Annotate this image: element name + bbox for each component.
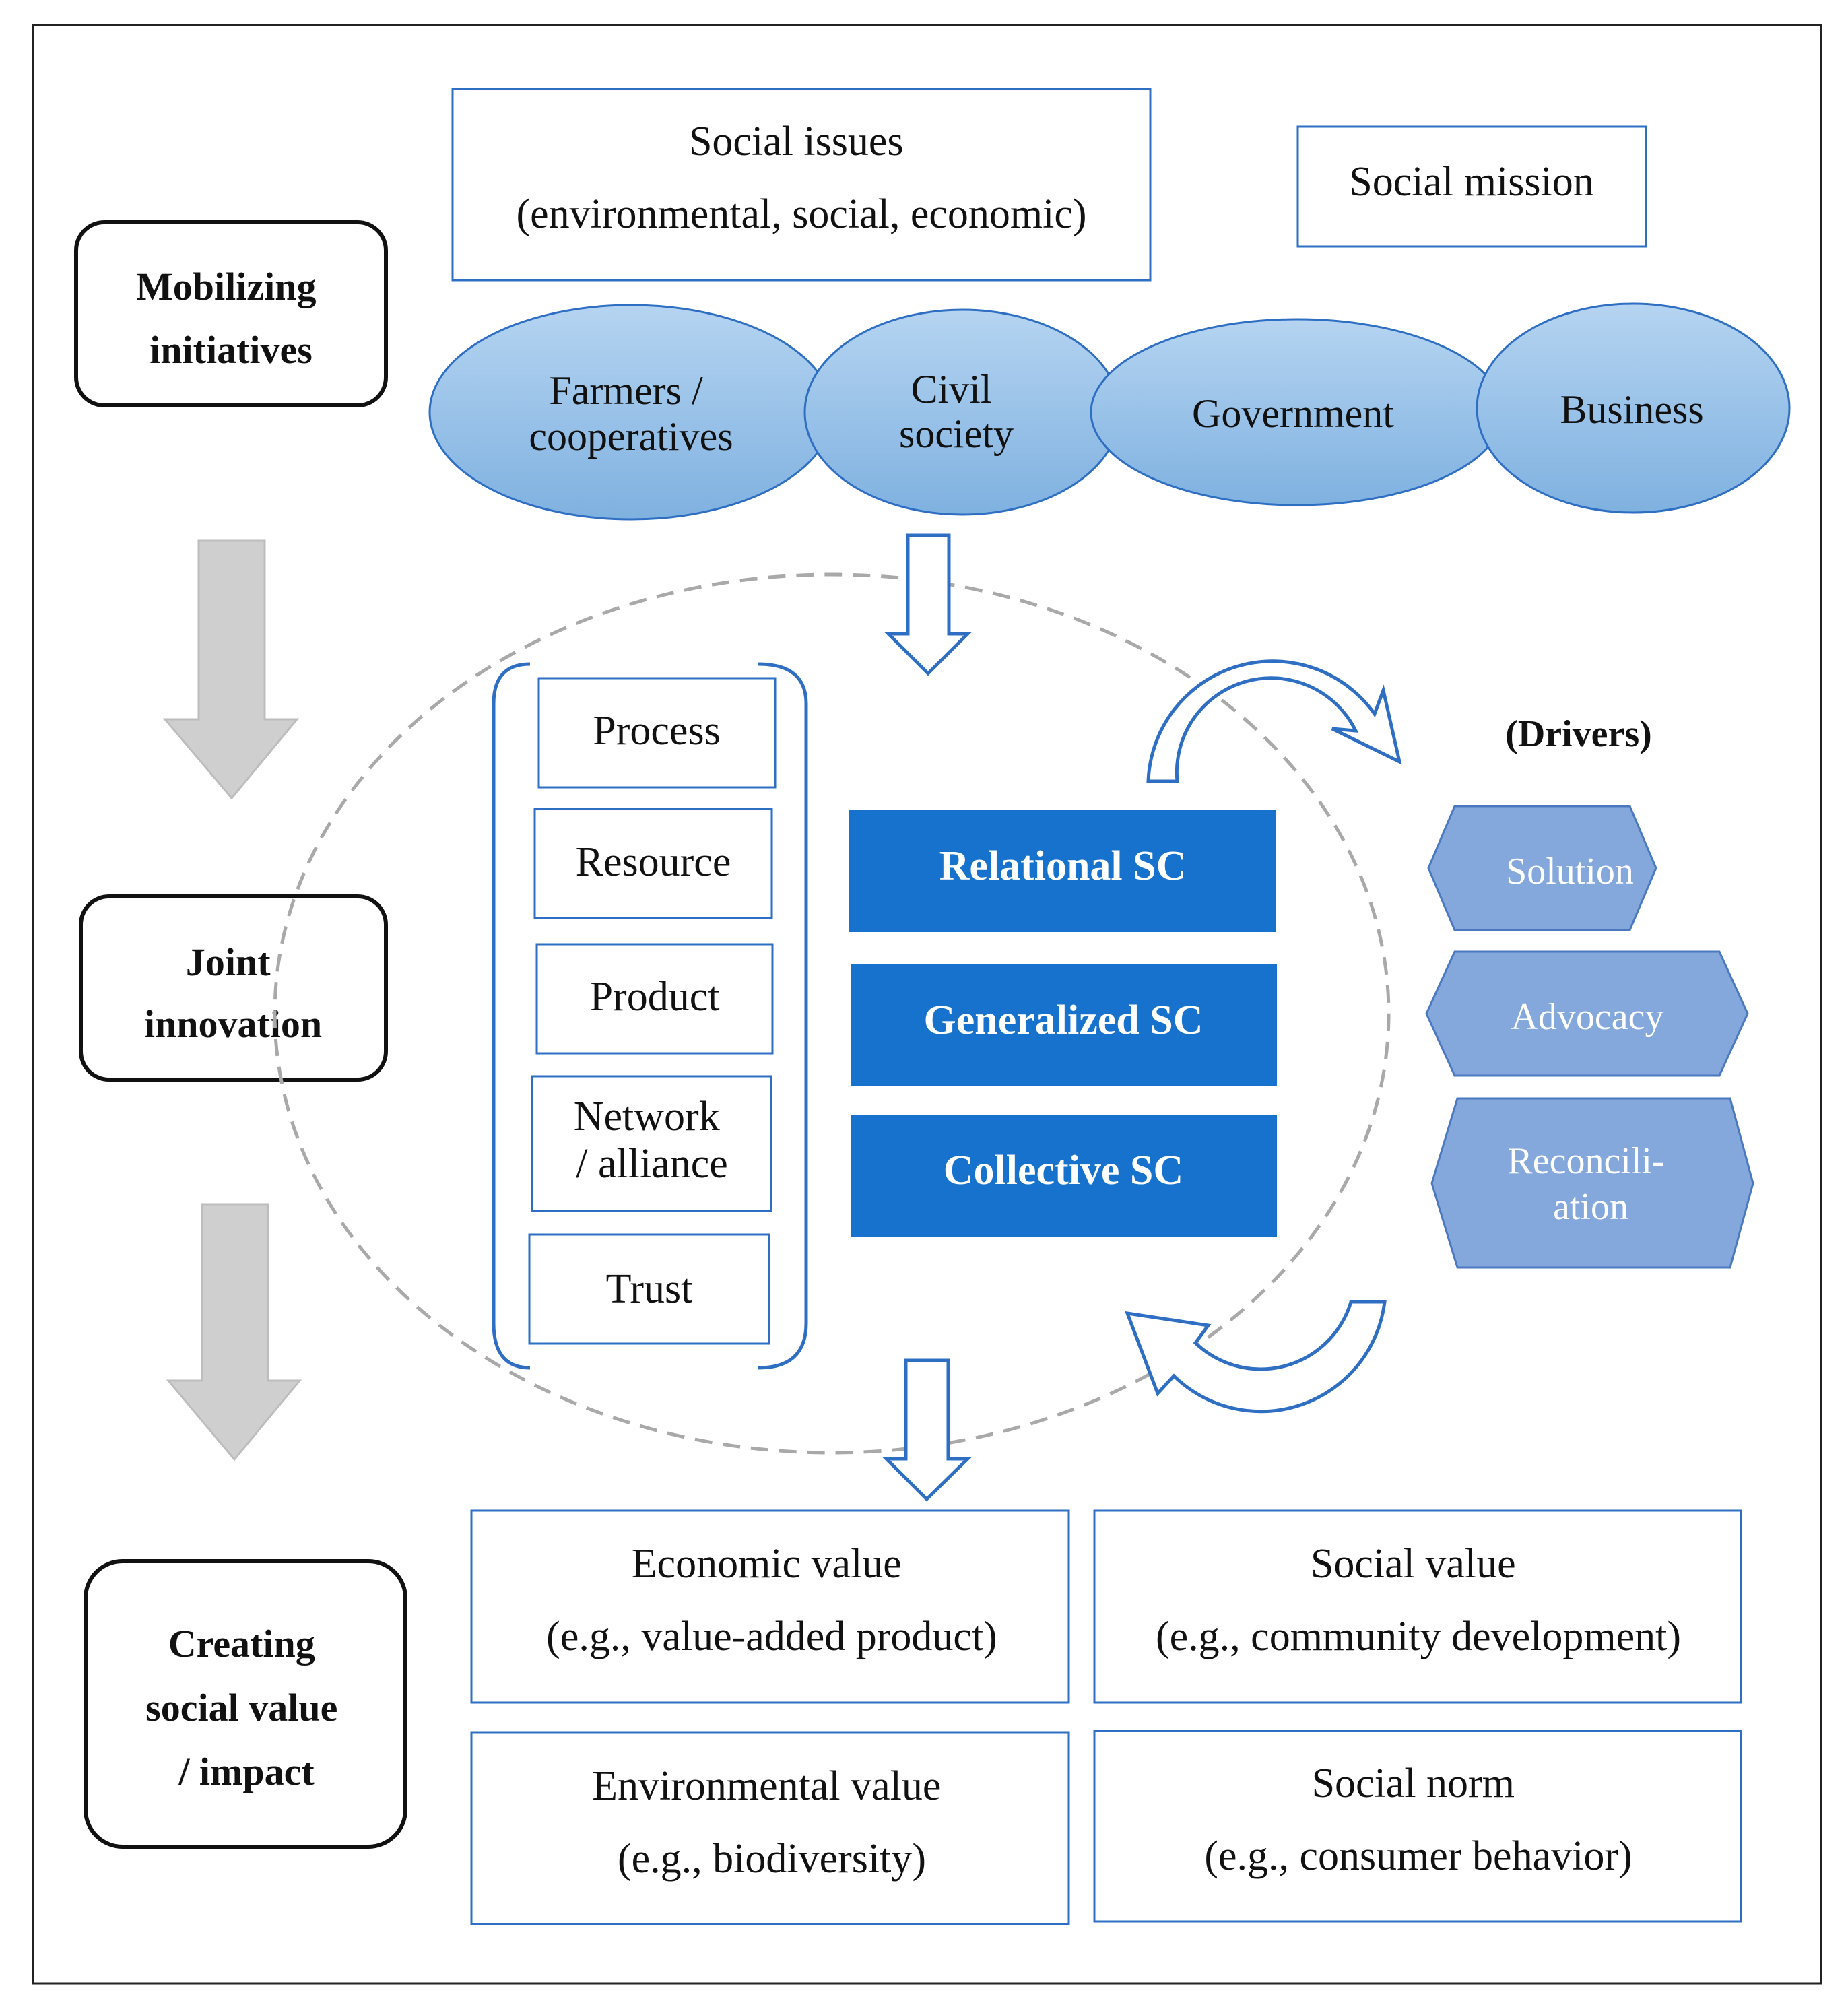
- drivers-header: (Drivers): [1505, 713, 1652, 755]
- stage-joint-innovation-line-2: innovation: [144, 1002, 322, 1046]
- innovation-type-network-line-1: Network: [574, 1094, 720, 1140]
- social-issues-title: Social issues: [689, 119, 904, 164]
- stage-creating-value: Creating social value / impact: [84, 1559, 407, 1849]
- actor-government: Government: [1090, 318, 1505, 506]
- actor-government-label: Government: [1192, 391, 1394, 436]
- driver-reconciliation-line-2: ation: [1553, 1186, 1628, 1228]
- driver-advocacy: Advocacy: [1425, 950, 1749, 1077]
- flow-arrow-down-1: [884, 533, 972, 676]
- svg-text:Environmental value (e.g: Environmental value (e.g., biodiversity): [592, 1763, 952, 1882]
- cycle-arrow-bottom: [1125, 1300, 1387, 1414]
- sc-collective-label: Collective SC: [944, 1148, 1183, 1193]
- driver-reconciliation: Reconcili- ation: [1430, 1097, 1754, 1269]
- stage-joint-innovation: Joint innovation: [79, 894, 388, 1082]
- outcome-environmental-example: (e.g., biodiversity): [618, 1836, 926, 1882]
- outcome-economic-example: (e.g., value-added product): [546, 1614, 997, 1659]
- social-mission-box: Social mission: [1296, 125, 1647, 248]
- stage-mobilizing: Mobilizing initiatives: [74, 220, 388, 407]
- stage-creating-value-line-2: social value: [145, 1686, 337, 1730]
- driver-solution: Solution: [1427, 805, 1657, 931]
- sc-relational: Relational SC: [849, 810, 1276, 932]
- svg-text:Civil society: Civil society: [899, 367, 1014, 456]
- actor-civil-society-line-2: society: [899, 411, 1014, 456]
- actor-farmers-line-1: Farmers /: [549, 368, 703, 413]
- social-issues-box: Social issues (environmental, social, ec…: [451, 88, 1152, 282]
- actor-business-label: Business: [1560, 387, 1703, 432]
- svg-text:Joint innovation: Joint innovation: [144, 940, 322, 1046]
- svg-text:Farmers / cooperatives: Farmers / cooperatives: [529, 368, 733, 459]
- cycle-arrow-top: [1146, 659, 1402, 783]
- social-issues-detail: (environmental, social, economic): [516, 191, 1086, 237]
- svg-text:Network / alliance: Network / alliance: [574, 1094, 730, 1187]
- stage-flow-arrow-2: [166, 1203, 302, 1461]
- stage-joint-innovation-line-1: Joint: [186, 940, 271, 984]
- actor-farmers: Farmers / cooperatives: [428, 304, 834, 521]
- innovation-type-product: Product: [535, 943, 774, 1055]
- innovation-type-network: Network / alliance: [531, 1075, 772, 1212]
- outcome-environmental: Environmental value (e.g., biodiversity): [470, 1731, 1070, 1925]
- innovation-type-trust-label: Trust: [606, 1266, 693, 1312]
- svg-text:Creating social value: Creating social value / impact: [145, 1622, 348, 1793]
- outcome-social-norm: Social norm (e.g., consumer behavior): [1093, 1730, 1742, 1923]
- outcome-social: Social value (e.g., community developmen…: [1093, 1509, 1742, 1704]
- innovation-type-product-label: Product: [590, 974, 720, 1020]
- driver-solution-label: Solution: [1506, 851, 1634, 892]
- svg-text:Economic value (e.g., va: Economic value (e.g., value-added produc…: [546, 1541, 997, 1659]
- social-mission-label: Social mission: [1349, 159, 1593, 205]
- innovation-bracket-right: [758, 662, 808, 1370]
- outcome-social-norm-example: (e.g., consumer behavior): [1204, 1833, 1632, 1879]
- innovation-type-network-line-2: / alliance: [576, 1141, 727, 1187]
- innovation-type-resource: Resource: [533, 808, 773, 919]
- sc-collective: Collective SC: [851, 1115, 1277, 1237]
- outcome-economic: Economic value (e.g., value-added produc…: [470, 1509, 1070, 1704]
- svg-text:Mobilizing initiatives: Mobilizing initiatives: [136, 265, 326, 372]
- driver-reconciliation-line-1: Reconcili-: [1507, 1140, 1664, 1182]
- sc-relational-label: Relational SC: [939, 843, 1187, 889]
- innovation-bracket-left: [492, 662, 531, 1370]
- outcome-social-title: Social value: [1311, 1541, 1516, 1587]
- stage-flow-arrow-1: [162, 539, 300, 800]
- stage-creating-value-line-1: Creating: [168, 1622, 315, 1666]
- flow-arrow-down-2: [882, 1358, 972, 1502]
- stage-mobilizing-line-1: Mobilizing: [136, 265, 316, 308]
- outcome-economic-title: Economic value: [632, 1541, 902, 1587]
- sc-generalized: Generalized SC: [851, 964, 1277, 1086]
- innovation-type-resource-label: Resource: [576, 839, 731, 885]
- stage-mobilizing-line-2: initiatives: [150, 328, 312, 372]
- innovation-type-process: Process: [537, 677, 777, 789]
- driver-advocacy-label: Advocacy: [1511, 996, 1663, 1038]
- actor-civil-society: Civil society: [803, 308, 1121, 516]
- innovation-dashed-circle: [273, 572, 1391, 1455]
- svg-text:Social issues (environme: Social issues (environmental, social, ec…: [516, 119, 1086, 237]
- actor-civil-society-line-1: Civil: [911, 367, 991, 411]
- outcome-social-example: (e.g., community development): [1156, 1614, 1681, 1659]
- innovation-type-process-label: Process: [593, 708, 720, 754]
- svg-text:Reconcili- ation: Reconcili- ation: [1507, 1140, 1674, 1228]
- actor-business: Business: [1476, 302, 1791, 514]
- innovation-type-trust: Trust: [528, 1233, 770, 1345]
- actor-farmers-line-2: cooperatives: [529, 414, 733, 459]
- stage-creating-value-line-3: / impact: [178, 1750, 315, 1793]
- outcome-social-norm-title: Social norm: [1312, 1760, 1515, 1806]
- outcome-environmental-title: Environmental value: [592, 1763, 941, 1809]
- svg-text:Social value (e.g., comm: Social value (e.g., community developmen…: [1156, 1541, 1681, 1659]
- sc-generalized-label: Generalized SC: [924, 997, 1203, 1043]
- svg-text:Social norm (e.g., consu: Social norm (e.g., consumer behavior): [1204, 1760, 1632, 1879]
